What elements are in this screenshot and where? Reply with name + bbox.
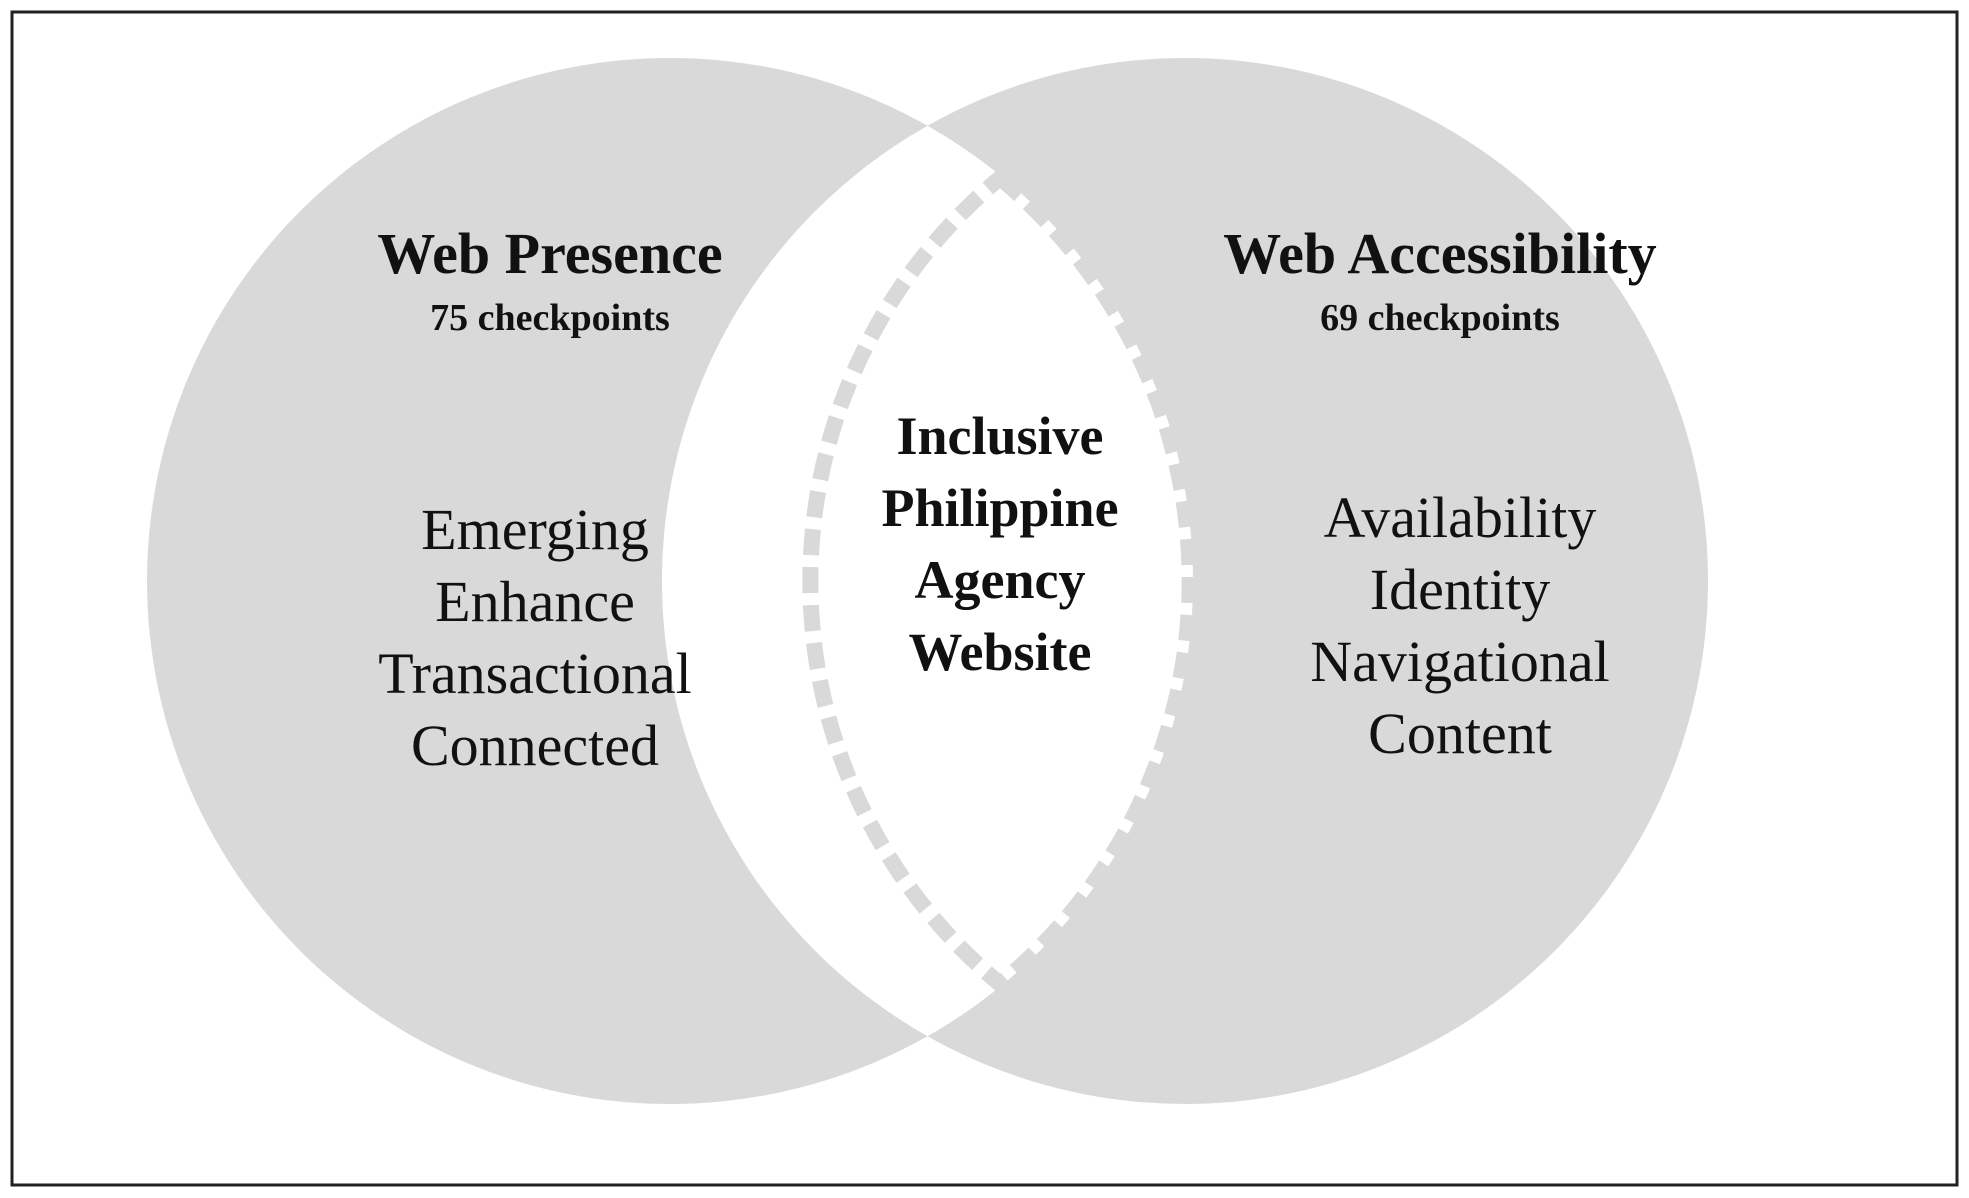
web-accessibility-checkpoints: 69 checkpoints xyxy=(1320,297,1560,339)
intersection-line-website: Website xyxy=(908,622,1092,682)
intersection-line-philippine: Philippine xyxy=(881,478,1119,538)
intersection-dashed-outline xyxy=(802,167,1198,995)
web-presence-item-connected: Connected xyxy=(410,713,660,778)
web-accessibility-item-content: Content xyxy=(1368,701,1552,766)
web-presence-title: Web Presence xyxy=(377,221,723,286)
web-accessibility-item-identity: Identity xyxy=(1369,557,1551,622)
web-presence-item-enhance: Enhance xyxy=(435,569,635,634)
web-presence-item-emerging: Emerging xyxy=(421,497,649,562)
web-accessibility-item-navigational: Navigational xyxy=(1310,629,1610,694)
intersection-lens xyxy=(662,58,1193,1104)
web-accessibility-item-availability: Availability xyxy=(1323,485,1597,550)
web-presence-item-transactional: Transactional xyxy=(378,641,692,706)
intersection-line-inclusive: Inclusive xyxy=(896,406,1104,466)
web-presence-checkpoints: 75 checkpoints xyxy=(430,297,670,339)
intersection-line-agency: Agency xyxy=(914,550,1086,610)
web-accessibility-title: Web Accessibility xyxy=(1223,221,1657,286)
diagram-frame xyxy=(10,10,1959,1187)
